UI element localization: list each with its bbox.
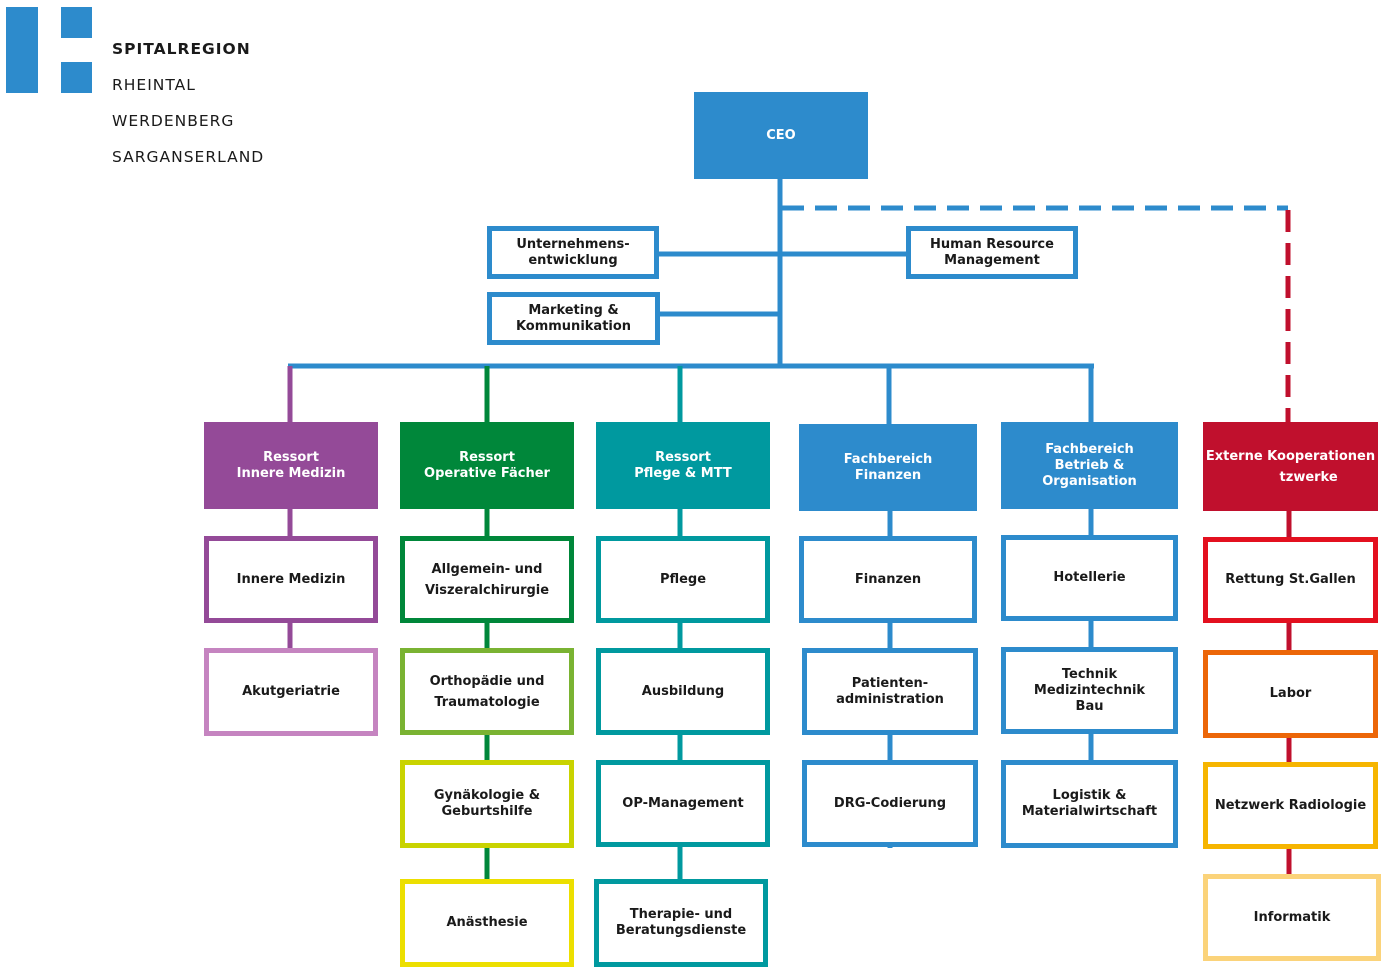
item-therapie-beratungsdienste: Therapie- und Beratungsdienste <box>594 879 768 967</box>
header-operative-faecher: Ressort Operative Fächer <box>400 422 574 509</box>
ceo-box: CEO <box>694 92 868 179</box>
item-patientenadministration: Patienten- administration <box>802 648 978 735</box>
item-hotellerie: Hotellerie <box>1001 535 1178 621</box>
marketing-box: Marketing & Kommunikation <box>487 292 660 345</box>
logo-mark-bottom-right <box>61 62 92 93</box>
logo-wordmark: SPITALREGION RHEINTAL WERDENBERG SARGANS… <box>112 22 264 184</box>
item-anaesthesie: Anästhesie <box>400 879 574 967</box>
item-technik-medizintechnik-bau: Technik Medizintechnik Bau <box>1001 647 1178 734</box>
logo-line-4: SARGANSERLAND <box>112 148 265 166</box>
item-drg-codierung: DRG-Codierung <box>802 760 978 847</box>
header-finanzen: Fachbereich Finanzen <box>799 424 977 511</box>
item-logistik-materialwirtschaft: Logistik & Materialwirtschaft <box>1001 760 1178 848</box>
logo-mark-left <box>6 7 38 93</box>
item-gynaekologie-geburtshilfe: Gynäkologie & Geburtshilfe <box>400 760 574 848</box>
item-innere-medizin: Innere Medizin <box>204 536 378 623</box>
logo-mark-top-right <box>61 7 92 38</box>
item-pflege: Pflege <box>596 536 770 623</box>
item-ausbildung: Ausbildung <box>596 648 770 735</box>
logo-line-1: SPITALREGION <box>112 40 251 58</box>
item-informatik: Informatik <box>1203 874 1381 961</box>
header-pflege-mtt: Ressort Pflege & MTT <box>596 422 770 509</box>
logo-line-3: WERDENBERG <box>112 112 235 130</box>
header-innere-medizin: Ressort Innere Medizin <box>204 422 378 509</box>
unternehmensentwicklung-box: Unternehmens- entwicklung <box>487 226 659 279</box>
logo-line-2: RHEINTAL <box>112 76 196 94</box>
item-finanzen: Finanzen <box>799 536 977 623</box>
item-netzwerk-radiologie: Netzwerk Radiologie <box>1203 762 1378 849</box>
item-op-management: OP-Management <box>596 760 770 847</box>
hr-box: Human Resource Management <box>906 226 1078 279</box>
item-allgemein-viszeralchirurgie: Allgemein- und Viszeralchirurgie <box>400 536 574 623</box>
header-betrieb-organisation: Fachbereich Betrieb & Organisation <box>1001 422 1178 509</box>
header-externe-kooperationen: Externe Kooperationen tzwerke <box>1203 422 1378 511</box>
item-orthopaedie-traumatologie: Orthopädie und Traumatologie <box>400 648 574 735</box>
item-akutgeriatrie: Akutgeriatrie <box>204 648 378 736</box>
item-labor: Labor <box>1203 650 1378 738</box>
item-rettung-st-gallen: Rettung St.Gallen <box>1203 537 1378 623</box>
